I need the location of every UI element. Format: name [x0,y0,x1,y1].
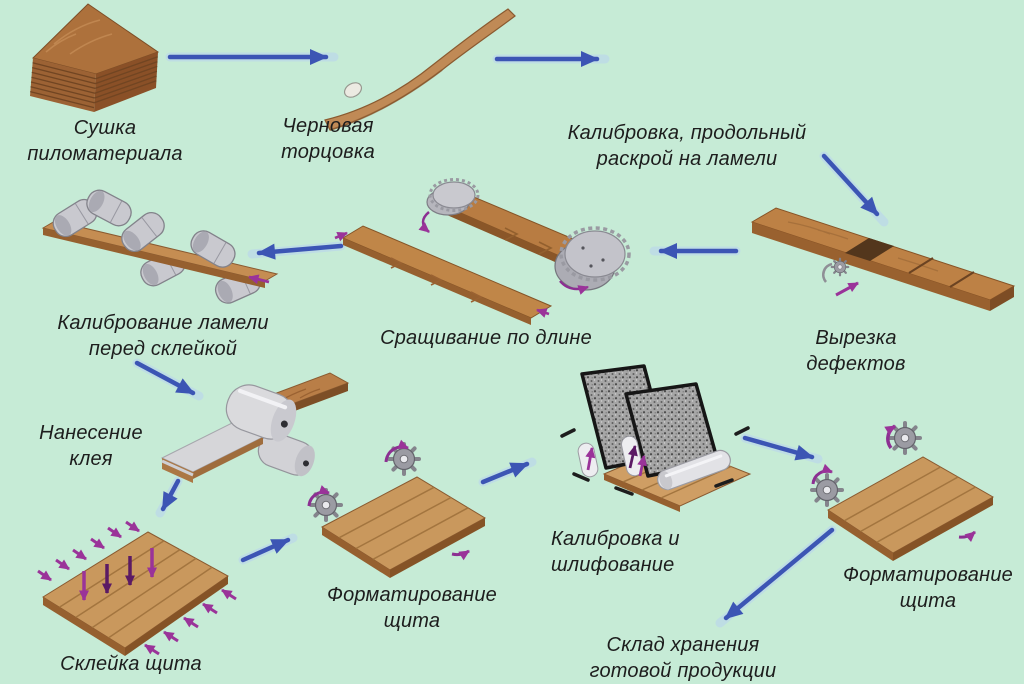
step-label-drying: Сушка пиломатериала [27,117,183,165]
lamella-calibration-illustration [35,185,291,316]
feed-arrow [835,281,859,297]
step-label-panel-formatting-2: Форматирование щита [843,564,1013,612]
warped-board-illustration [322,8,522,138]
step-label-lamella-calibration: Калибрование ламели перед склейкой [57,312,269,360]
step-label-length-splicing: Сращивание по длине [380,327,592,349]
sanding-machine-illustration [548,358,783,513]
defect-cut-band [845,238,894,261]
knot-icon [343,82,363,98]
clamp-pressure-arrows [37,520,237,656]
glue-roller-icon [225,384,297,442]
step-label-warehouse: Склад хранения готовой продукции [589,634,777,682]
milling-cutter-icon [554,226,631,291]
glued-panel-illustration [28,518,243,664]
length-splicing-illustration [333,178,635,328]
panel-formatting-illustration-2 [810,416,1018,566]
step-label-calibration-sanding: Калибровка и шлифование [551,528,680,576]
step-label-rough-trimming: Черновая торцовка [281,115,375,163]
step-label-panel-gluing: Склейка щита [60,653,202,675]
milling-cutter-icon [426,178,480,216]
defect-board-illustration [748,196,1024,322]
step-label-calibration-ripping: Калибровка, продольный раскрой на ламели [567,122,807,170]
mini-saw-icon [821,257,850,283]
pressure-roller-icon [657,449,731,491]
step-label-glue-application: Нанесение клея [39,422,143,470]
arrow-panel-gluing-to-formatting [238,533,298,565]
panel-formatting-illustration-1 [303,436,501,588]
glue-rollers-illustration [148,362,356,492]
saw-blade-icon [810,473,844,507]
lumber-stack-illustration [12,0,182,125]
step-label-defect-cutting: Вырезка дефектов [806,327,906,375]
step-label-panel-formatting-1: Форматирование щита [327,584,497,632]
